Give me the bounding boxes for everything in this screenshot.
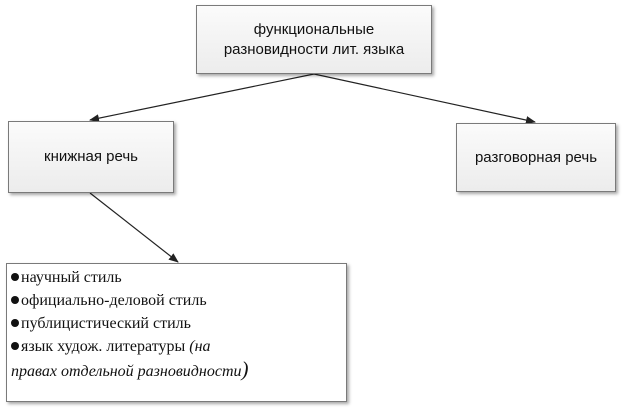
book-speech-node: книжная речь — [8, 121, 174, 193]
root-node: функциональные разновидности лит. языка — [196, 5, 432, 74]
root-node-line2: разновидности лит. языка — [223, 40, 405, 58]
style-note-text: правах отдельной разновидности — [11, 363, 242, 380]
colloquial-speech-label: разговорная речь — [474, 148, 598, 166]
style-note-close: ) — [241, 357, 249, 381]
edge-root-to-colloquial — [313, 73, 536, 124]
bullet-icon — [11, 342, 19, 350]
edge-book-to-styles — [89, 192, 179, 263]
style-note-open: (на — [189, 338, 211, 355]
style-item-label: научный стиль — [21, 269, 122, 286]
styles-list-node: научный стиль официально-деловой стиль п… — [6, 263, 347, 402]
style-item-label: публицистический стиль — [21, 315, 191, 332]
style-item-official: официально-деловой стиль — [11, 289, 340, 312]
bullet-icon — [11, 319, 19, 327]
bullet-icon — [11, 273, 19, 281]
style-note-line: правах отдельной разновидности) — [11, 358, 340, 383]
book-speech-label: книжная речь — [44, 148, 138, 165]
style-item-label: язык худож. литературы — [21, 338, 186, 355]
style-item-label: официально-деловой стиль — [21, 292, 207, 309]
style-item-journalistic: публицистический стиль — [11, 312, 340, 335]
style-item-scientific: научный стиль — [11, 266, 340, 289]
root-node-line1: функциональные — [253, 20, 375, 38]
style-item-literary: язык худож. литературы (на — [11, 335, 340, 358]
colloquial-speech-node: разговорная речь — [456, 123, 616, 192]
bullet-icon — [11, 296, 19, 304]
edge-root-to-book — [89, 73, 315, 123]
